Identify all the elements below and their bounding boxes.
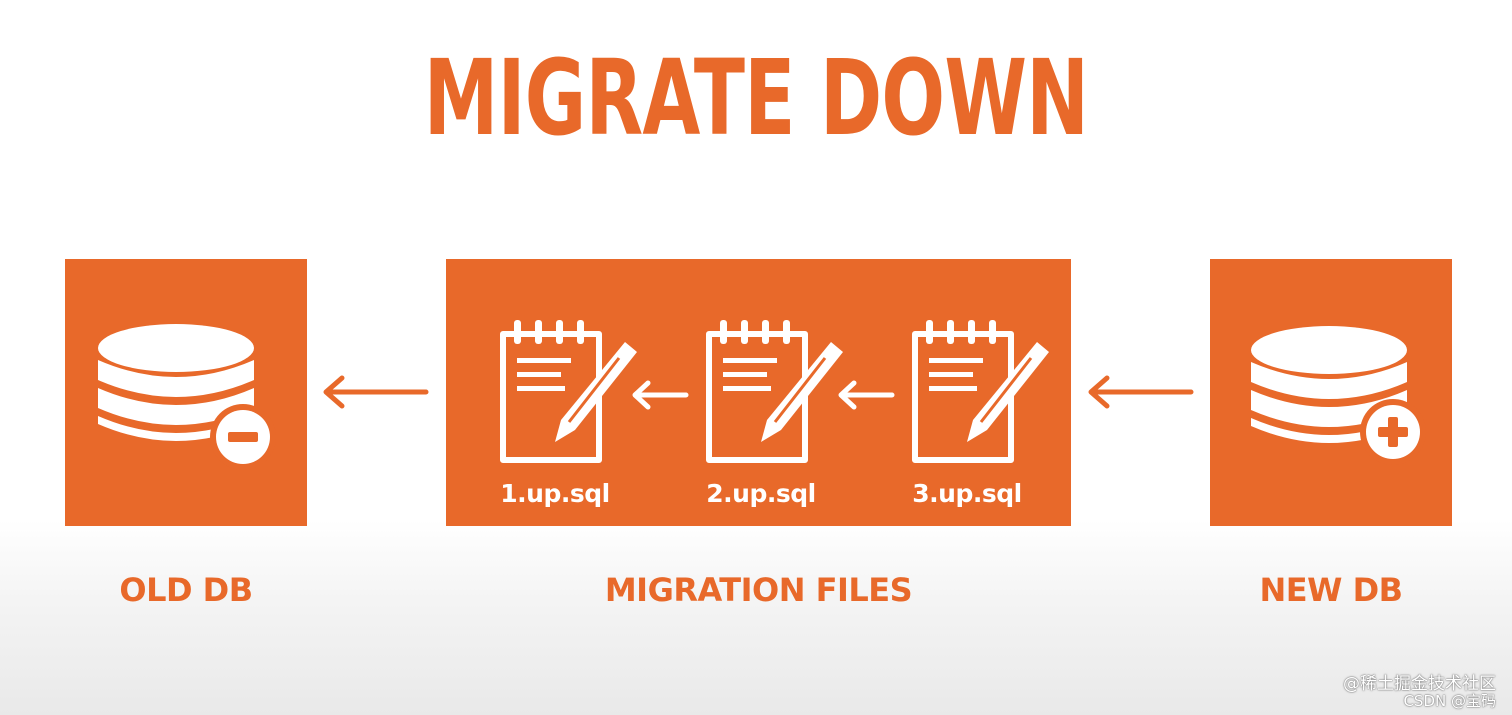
notepad-pencil-icon [703, 318, 843, 468]
file-label-1: 1.up.sql [500, 479, 610, 508]
watermark-line-2: CSDN @宝码 [1403, 692, 1496, 710]
notepad-pencil-icon [909, 318, 1049, 468]
file-label-2: 2.up.sql [706, 479, 816, 508]
database-plus-icon [1248, 322, 1433, 472]
file-label-3: 3.up.sql [912, 479, 1022, 508]
notepad-pencil-icon [497, 318, 637, 468]
migration-files-caption: MIGRATION FILES [604, 571, 913, 609]
migration-files-box [446, 259, 1071, 526]
arrow-left-icon [320, 375, 430, 413]
diagram-title: MIGRATE DOWN [423, 37, 1089, 159]
database-minus-icon [95, 320, 280, 470]
watermark-line-1: @稀土掘金技术社区 [1343, 674, 1496, 694]
new-db-caption: NEW DB [1259, 571, 1403, 609]
arrow-left-icon [1085, 375, 1195, 413]
arrow-left-icon [836, 380, 896, 414]
arrow-left-icon [630, 380, 690, 414]
old-db-caption: OLD DB [119, 571, 253, 609]
